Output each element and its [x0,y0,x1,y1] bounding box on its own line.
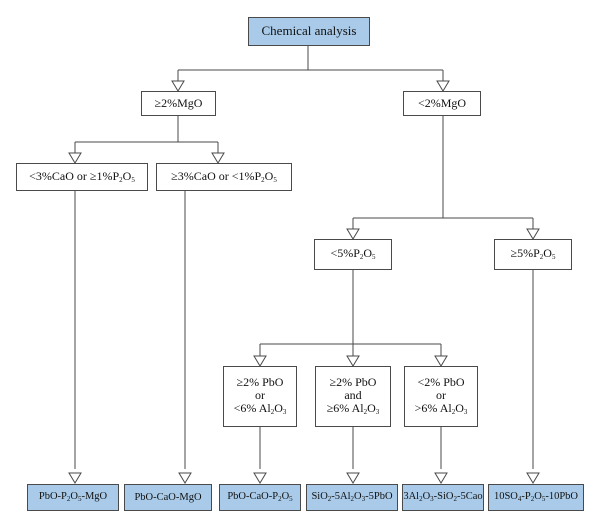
arrowhead [178,472,192,484]
leaf-text: 10SO4-P2O5-10PbO [493,491,579,504]
root-node-chemical-analysis: Chemical analysis [248,17,370,46]
node-cao-low-or-p2o5-high: <3%CaO or ≥1%P2O5 [16,163,148,191]
node-p2o5-low: <5%P2O5 [314,239,392,270]
node-mgo-low: <2%MgO [403,91,481,116]
leaf-pbo-cao-p2o5: PbO-CaO-P2O5 [219,484,301,511]
leaf-10so4-p2o5-10pbo: 10SO4-P2O5-10PbO [488,484,584,511]
leaf-text: PbO-CaO-P2O5 [227,491,293,504]
arrowhead [211,152,225,164]
leaf-text: SiO2-5Al2O3-5PbO [311,491,393,504]
condition-line-1: <2% PbO [417,374,465,389]
node-condition-pbo-or-al2o3-low: ≥2% PbO or <6% Al2O3 [223,366,297,427]
leaf-text: 3Al2O3-SiO2-5Cao [403,491,483,504]
node-p2o5-high: ≥5%P2O5 [494,239,572,270]
arrowhead [346,228,360,240]
condition-line-2: or [436,388,446,403]
node-condition-pbo-low-or-al2o3-high: <2% PbO or >6% Al2O3 [404,366,478,427]
leaf-pbo-cao-mgo: PbO-CaO-MgO [124,484,212,511]
condition-line-2: and [344,388,362,403]
condition-line-2: or [255,388,265,403]
node-text: ≥5%P2O5 [510,246,556,262]
arrowhead [526,228,540,240]
arrowhead [171,80,185,92]
arrowhead [346,355,360,367]
condition-line-3: >6% Al2O3 [414,401,468,417]
condition-line-3: ≥6% Al2O3 [326,401,380,417]
leaf-text: PbO-P2O5-MgO [38,491,108,504]
node-text: ≥3%CaO or <1%P2O5 [171,168,277,184]
arrowhead [346,472,360,484]
condition-line-3: <6% Al2O3 [233,401,287,417]
condition-line-1: ≥2% PbO [329,374,377,389]
arrowhead [434,472,448,484]
node-mgo-high: ≥2%MgO [141,91,216,116]
node-cao-high-or-p2o5-low: ≥3%CaO or <1%P2O5 [156,163,292,191]
condition-line-1: ≥2% PbO [236,374,284,389]
arrowhead [68,152,82,164]
arrowhead [253,355,267,367]
node-text: <3%CaO or ≥1%P2O5 [29,168,135,184]
node-condition-pbo-and-al2o3-high: ≥2% PbO and ≥6% Al2O3 [315,366,391,427]
arrowhead [434,355,448,367]
leaf-3al2o3-sio2-5cao: 3Al2O3-SiO2-5Cao [402,484,484,511]
arrowhead [68,472,82,484]
node-text: <5%P2O5 [330,246,376,262]
leaf-pbo-p2o5-mgo: PbO-P2O5-MgO [27,484,119,511]
leaf-sio2-5al2o3-5pbo: SiO2-5Al2O3-5PbO [306,484,398,511]
arrowhead [526,472,540,484]
arrowhead [436,80,450,92]
arrowhead [253,472,267,484]
